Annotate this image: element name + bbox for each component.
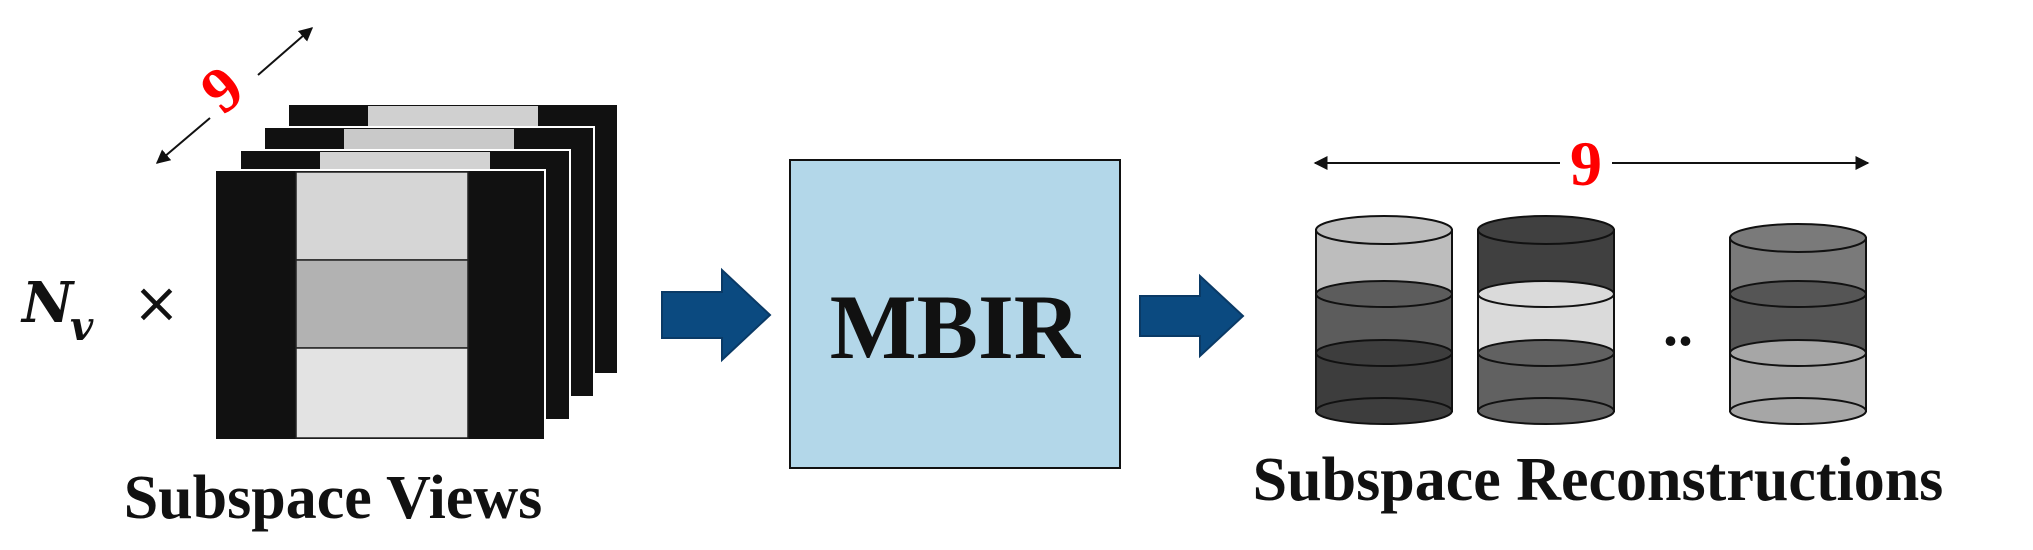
reconstructions-caption: Subspace Reconstructions: [1253, 446, 1944, 514]
reconstruction-cylinder-2: [1477, 215, 1615, 425]
reconstruction-cylinder-1: [1315, 215, 1453, 425]
views-caption: Subspace Views: [124, 464, 543, 532]
views-depth-arrow-upper: [257, 27, 314, 76]
multiplier-times: ×: [133, 271, 180, 336]
views-count-label: 9: [187, 51, 256, 127]
mbir-label: MBIR: [830, 276, 1082, 378]
flow-arrow-to-reconstructions: [1139, 273, 1245, 359]
mbir-box: [789, 159, 1121, 469]
reconstruction-cylinder-3: [1729, 223, 1867, 425]
flow-arrow-to-mbir: [661, 267, 772, 363]
views-depth-arrow-lower: [155, 117, 211, 164]
reconstructions-ellipsis: ..: [1663, 292, 1693, 358]
multiplier-subscript: v: [70, 303, 94, 350]
views-multiplier: N v ×: [20, 270, 180, 350]
multiplier-symbol: N: [20, 270, 75, 336]
subspace-views-group: 9 N v × Subspace Views: [20, 27, 619, 532]
mbir-block: MBIR: [789, 159, 1121, 469]
reconstructions-count-label: 9: [1570, 128, 1602, 199]
reconstructions-group: 9 ..: [1253, 128, 1944, 514]
view-frame-1: [214, 169, 546, 441]
